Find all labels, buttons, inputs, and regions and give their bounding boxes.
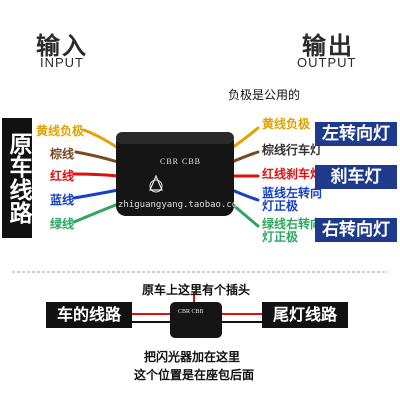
- output-label-yellow: 黄线负极: [262, 117, 311, 131]
- brake-light-box: 刹车灯: [315, 165, 397, 189]
- install-note-2: 这个位置是在座包后面: [134, 368, 255, 382]
- input-title-cn: 输入: [36, 32, 88, 60]
- output-label-blue-line1: 蓝线左转向: [262, 186, 323, 200]
- bottom-device: [170, 302, 222, 338]
- car-wiring-box: 车的线路: [46, 302, 132, 328]
- input-wire-green: [72, 202, 120, 224]
- original-wiring-box: 原车线路: [2, 118, 32, 238]
- input-label-yellow: 黄线负极: [36, 124, 85, 138]
- plug-note: 原车上这里有个插头: [142, 283, 251, 297]
- device-logo-ring-icon: [149, 179, 163, 193]
- negative-common-note: 负极是公用的: [228, 88, 301, 102]
- output-label-green-line1: 绿线右转向: [262, 217, 323, 231]
- output-label-green: 绿线右转向 灯正极: [262, 218, 322, 244]
- input-wire-brown: [74, 150, 120, 164]
- right-turn-signal-box: 右转向灯: [315, 218, 397, 242]
- input-wire-red: [72, 172, 120, 178]
- device-brand: CBR CBB: [160, 157, 202, 166]
- flasher-device: [116, 132, 234, 216]
- output-label-blue: 蓝线左转向 灯正极: [262, 187, 322, 213]
- device-logo-icon: [149, 174, 163, 191]
- input-label-blue: 蓝线: [50, 193, 75, 207]
- output-title-cn: 输出: [302, 32, 354, 60]
- output-wire-brown: [230, 150, 260, 164]
- bottom-device-brand: CBR CBB: [178, 309, 204, 315]
- input-label-red: 红线: [50, 169, 75, 183]
- left-turn-signal-box: 左转向灯: [315, 122, 397, 146]
- output-wires: [230, 126, 260, 228]
- output-wire-blue: [230, 188, 260, 202]
- input-label-brown: 棕线: [50, 147, 75, 161]
- output-wire-green: [230, 202, 260, 228]
- output-wire-yellow: [230, 126, 260, 150]
- output-label-red: 红线刹车灯: [262, 167, 323, 181]
- output-label-brown: 棕线行车灯: [262, 143, 323, 157]
- input-label-green: 绿线: [50, 217, 75, 231]
- input-wire-blue: [72, 188, 120, 200]
- output-label-green-line2: 灯正极: [262, 230, 299, 244]
- input-title-en: INPUT: [40, 55, 84, 70]
- input-wire-yellow: [82, 128, 120, 150]
- taillight-wiring-box: 尾灯线路: [262, 302, 348, 328]
- input-wires: [72, 128, 120, 224]
- install-note-1: 把闪光器加在这里: [144, 350, 241, 364]
- watermark-text: zhiguangyang.taobao.com: [118, 200, 243, 210]
- output-title-en: OUTPUT: [297, 55, 357, 70]
- output-label-blue-line2: 灯正极: [262, 199, 299, 213]
